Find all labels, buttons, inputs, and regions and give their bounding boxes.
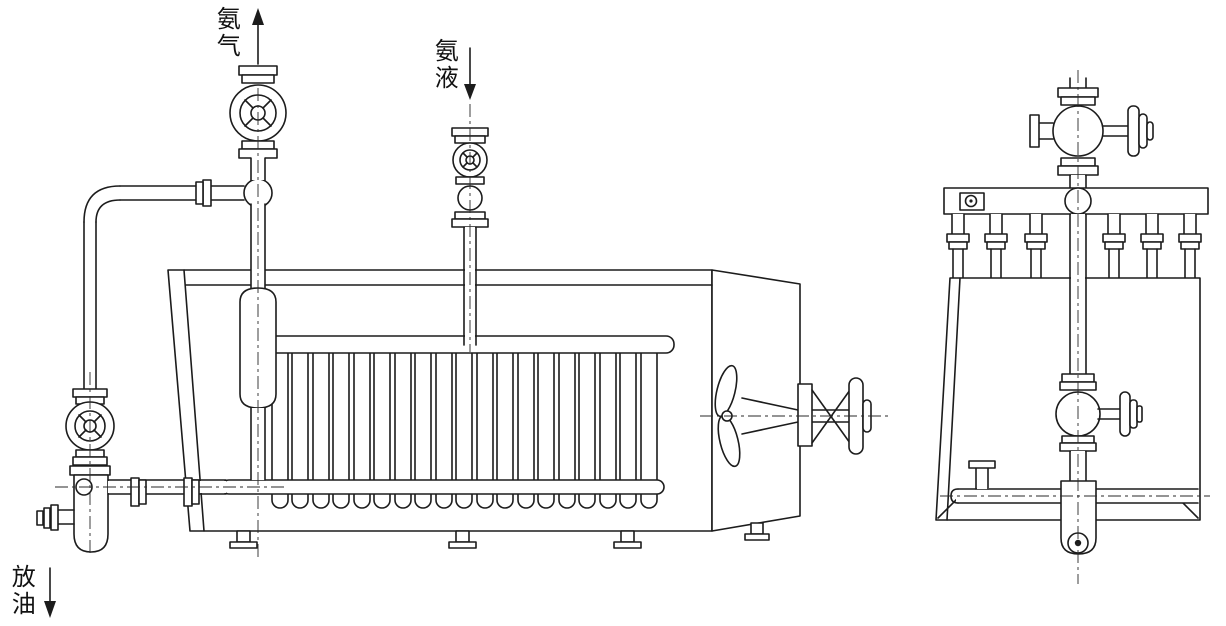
handwheel-edge <box>1119 391 1131 437</box>
manifold-stub <box>1140 213 1164 279</box>
manifold <box>943 187 1209 279</box>
coil-bottom-header <box>221 479 665 495</box>
front-view <box>36 8 872 618</box>
manifold-stub <box>1178 213 1202 279</box>
vent-cap <box>968 460 996 469</box>
end-view-top-valve <box>1029 77 1154 189</box>
cooling-coil <box>221 335 675 509</box>
ammonia-gas-arrow <box>252 8 264 65</box>
label-ammonia-liquid: 氨液 <box>430 38 459 92</box>
shaft-bracket <box>797 383 813 447</box>
label-ammonia-gas: 氨气 <box>212 6 241 60</box>
handwheel-edge <box>1127 105 1140 157</box>
manifold-stub <box>1024 213 1048 279</box>
manifold-stub <box>946 213 970 279</box>
flow-arrows <box>44 8 476 618</box>
manifold-stub <box>984 213 1008 279</box>
ammonia-liquid-arrow <box>464 47 476 100</box>
oil-drain-arrow <box>44 567 56 618</box>
end-view <box>935 77 1209 555</box>
end-view-drain-pot <box>1060 480 1097 555</box>
label-oil-drain: 放油 <box>7 564 36 618</box>
manifold-stub <box>1102 213 1126 279</box>
centerlines <box>55 70 1210 584</box>
